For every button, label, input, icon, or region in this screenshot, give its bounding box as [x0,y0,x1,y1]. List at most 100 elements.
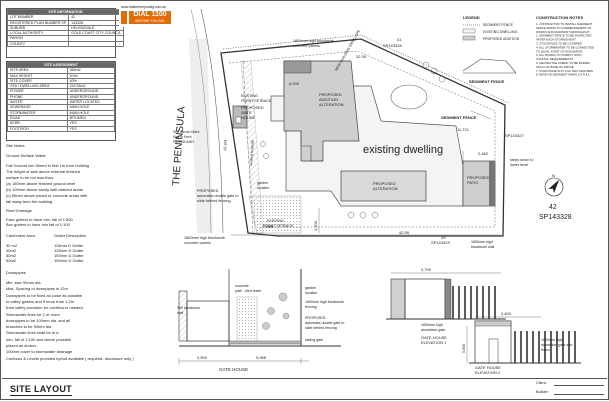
construction-note-line: 150mm AT BASE OF FENCE [536,65,574,69]
legend-item-existing: EXISTING DWELLING [483,30,518,34]
patio-wall [489,161,495,206]
construction-note-line: 2. SEDIMENT FENCE TO BE INSPECTED [536,34,591,38]
elev1-wall-left [390,278,406,320]
downpipe-note-line: to valley gutters and if more than 1.2m [6,298,75,304]
downpipe-note-line: Stormwater lines for 2 or more [6,311,60,317]
sediment-fence-label: SEDIMENT FENCE [441,115,477,120]
site-notes: Site Notes Ground Surface Water Fall Gro… [6,143,171,369]
lot-bottom-label: 43 [441,235,446,240]
construction-note-line: 6. GEOTEXTILE FABRIC TO BE BURIED [536,61,590,65]
downpipe-note-line: Contours & Levels provided by/not availa… [6,355,134,361]
dim-boundary-top: 32.39 [356,54,367,59]
surface-note-line: (c) 50mm above paved or concrete areas w… [6,193,88,198]
client-line [554,385,604,386]
dimension-lines [231,38,501,236]
plan-number: SP143328 [539,214,572,221]
site-info-value [68,40,124,48]
site-assessment-value: UNDERGROUND [66,93,116,101]
dim-1500: 1,500 [313,220,318,231]
downpipe-note-line: branches to be 90mm dia. [6,324,53,330]
surface-note-line: fall away from the building [6,199,53,204]
elev2-dim2: 5,665 [462,344,466,353]
footpath [240,60,264,234]
gate-plan-sliding-gate [228,340,302,345]
sp-top-label: SP143328 [383,43,402,48]
dim-7956: 7,956 [263,224,274,229]
dial-number-box: DIAL 1100 BEFORE YOU DIG [129,11,171,24]
site-info-row: COUNTY [6,40,124,48]
lot-top-label: 41 [397,37,402,42]
sp-side-label: SP143327 [505,133,524,138]
catchment-gutter: 150mm D Gutter [54,258,84,263]
roof-note-line: Fasc gutters to have min. fall of 1:500 [6,217,73,222]
site-info-key: REGISTERED PLAN NUMBER SP [6,19,70,26]
downpipe-note-line: min. fall of 1:100 and where possible [6,336,71,342]
dial-badge [121,11,127,24]
existing-dwelling-label: existing dwelling [363,144,443,156]
elev1-pillar [444,278,452,320]
construction-note-line: TO LEGAL POINT OF DISCHARGE [536,49,582,53]
client-label: Client: [536,381,547,385]
catchment-area: 50m2 [6,253,17,258]
construction-note-line: 5. ALL WORKS TO COMPLY WITH [536,53,581,57]
site-info-key: COUNTY [6,40,70,48]
dial-number: DIAL 1100 [133,11,167,18]
surface-note-line: (a) 150mm above finished ground level [6,181,76,186]
gate-plan-path [236,296,258,342]
pool [390,84,428,110]
trees [260,61,446,219]
downpipe-note-line: placed as shown. [6,343,37,348]
downpipe-note-line: Downpipes to be fixed as close as possib… [6,292,83,298]
catchment-area: 30 m2 [6,243,18,248]
proposed-addition-dark [283,60,312,74]
site-info-value: GOLD COAST CITY COUNCIL [68,30,124,37]
downpipe-note-line: downpipes to be 100mm dia. and all [6,317,71,323]
dim-boundary-bottom: 42.95 [399,230,410,235]
dim-6000: 6,000 [289,81,300,86]
gate-plan-blockwork [178,290,188,342]
catchment-area: 40m2 [6,248,17,253]
construction-note-line: FENCE PRIOR TO COMMENCEMENT OF [536,26,592,30]
surface-note-line: Fall Ground min 50mm in first 1m from bu… [6,163,90,168]
elev1-gate-house [404,278,446,320]
catchment-gutter: 150mm D Gutter [54,253,84,258]
construction-note-line: 8. REMOVE SEDIMENT WHEN 1/3 FULL [536,73,590,77]
downpipe-note-line: from valley provision for overflow is ne… [6,305,84,311]
construction-note-line: COUNCIL REQUIREMENTS [536,57,573,61]
surface-note-line: The height of slab above external finish… [6,169,81,174]
construction-title: CONSTRUCTION NOTES [536,15,583,20]
north-arrow-icon: N [544,173,564,197]
street-road [189,39,213,233]
gate-plan-dim-2500: 2,500 [197,355,208,360]
downpipe-note-line: Min. size 90mm dia. [6,280,42,285]
gate-plan-dim-5965: 5,965 [256,355,267,360]
dim-boundary-left: 13.104 [223,140,228,151]
elev1-gate-bars [452,286,496,319]
building-envelope [228,50,496,228]
construction-note-line: 7. STAR PICKETS AT 3.0m MAX CENTRES [536,69,593,73]
catchment-header-area: Catchment Area [6,233,35,238]
kerb-line-2 [190,8,212,234]
construction-note-line: 4. ALL STORMWATER TO BE CONNECTED [536,45,594,49]
elev1-dim: 2,700 [421,267,432,272]
gate-house-door [235,116,242,124]
surface-note-line: surface to be not less than: [6,175,55,180]
stepped-edge [300,131,323,162]
catchment-area: 60m2 [6,258,17,263]
